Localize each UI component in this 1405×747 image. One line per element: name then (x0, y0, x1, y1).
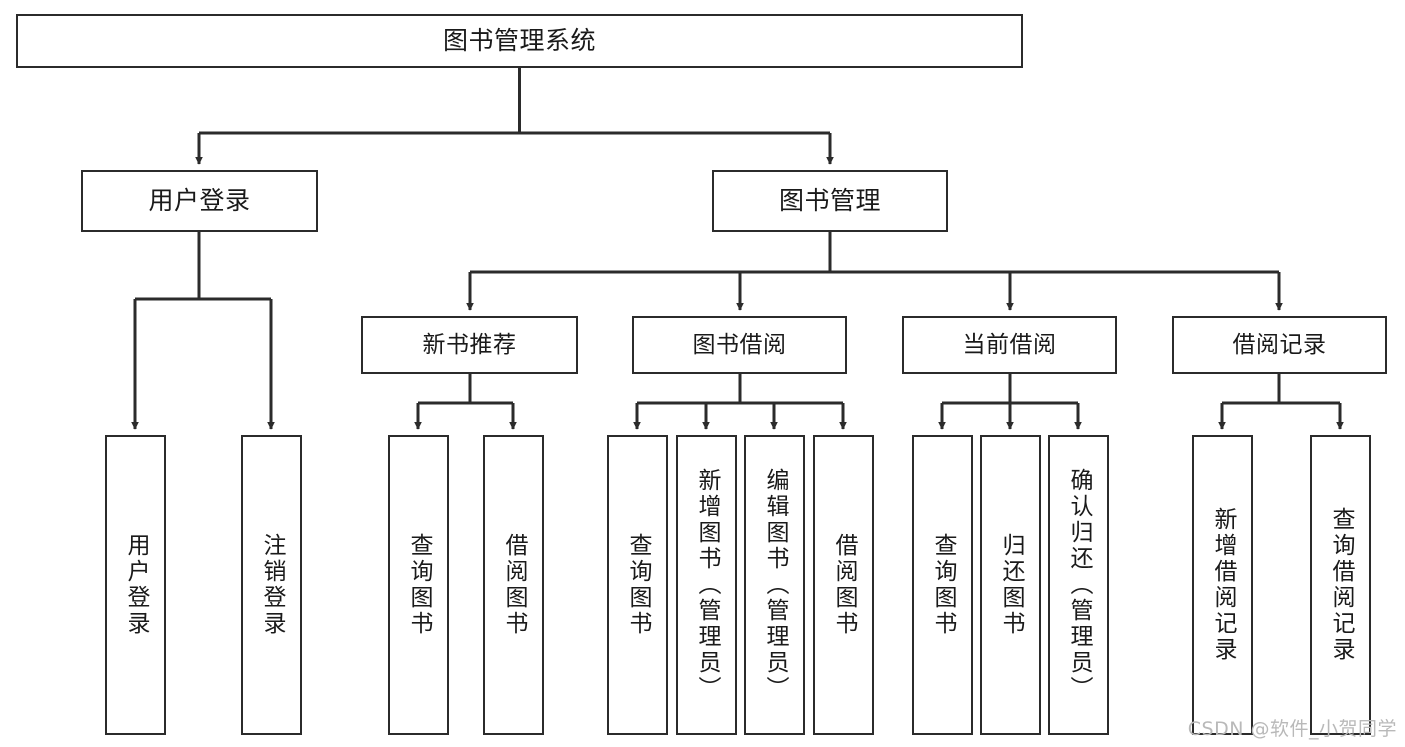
leaf-user-login-login[interactable]: 用户登录 (105, 435, 166, 735)
node-new-book-recommend[interactable]: 新书推荐 (361, 316, 578, 374)
node-book-borrow[interactable]: 图书借阅 (632, 316, 847, 374)
node-label: 注销登录 (259, 533, 285, 637)
node-current-borrow[interactable]: 当前借阅 (902, 316, 1117, 374)
node-label: 用户登录 (148, 185, 251, 215)
node-label: 编辑图书（管理员） (762, 468, 788, 702)
leaf-current-borrow-return-book[interactable]: 归还图书 (980, 435, 1041, 735)
node-label: 用户登录 (123, 533, 149, 637)
leaf-borrow-record-query-record[interactable]: 查询借阅记录 (1310, 435, 1371, 735)
node-label: 新书推荐 (422, 331, 517, 358)
leaf-new-book-borrow-book[interactable]: 借阅图书 (483, 435, 544, 735)
leaf-book-borrow-edit-book-admin[interactable]: 编辑图书（管理员） (744, 435, 805, 735)
node-label: 图书管理系统 (442, 25, 596, 55)
leaf-user-login-logout[interactable]: 注销登录 (241, 435, 302, 735)
node-label: 查询借阅记录 (1328, 507, 1354, 663)
node-label: 借阅图书 (831, 533, 857, 637)
watermark-text: CSDN @软件_小贺同学 (1187, 718, 1397, 740)
leaf-book-borrow-borrow-book[interactable]: 借阅图书 (813, 435, 874, 735)
leaf-book-borrow-add-book-admin[interactable]: 新增图书（管理员） (676, 435, 737, 735)
node-book-management[interactable]: 图书管理 (712, 170, 948, 232)
node-label: 确认归还（管理员） (1066, 468, 1092, 702)
node-label: 借阅图书 (501, 533, 527, 637)
node-label: 图书借阅 (692, 331, 787, 358)
node-label: 查询图书 (406, 533, 432, 637)
node-borrow-record[interactable]: 借阅记录 (1172, 316, 1387, 374)
node-label: 借阅记录 (1232, 331, 1327, 358)
leaf-current-borrow-confirm-return-admin[interactable]: 确认归还（管理员） (1048, 435, 1109, 735)
node-label: 当前借阅 (962, 331, 1057, 358)
node-label: 查询图书 (930, 533, 956, 637)
leaf-new-book-query-book[interactable]: 查询图书 (388, 435, 449, 735)
node-label: 查询图书 (625, 533, 651, 637)
leaf-current-borrow-query-book[interactable]: 查询图书 (912, 435, 973, 735)
node-label: 新增图书（管理员） (694, 468, 720, 702)
leaf-borrow-record-add-record[interactable]: 新增借阅记录 (1192, 435, 1253, 735)
node-label: 新增借阅记录 (1210, 507, 1236, 663)
node-user-login[interactable]: 用户登录 (81, 170, 318, 232)
node-root-book-management-system[interactable]: 图书管理系统 (16, 14, 1023, 68)
leaf-book-borrow-query-book[interactable]: 查询图书 (607, 435, 668, 735)
node-label: 图书管理 (778, 185, 881, 215)
node-label: 归还图书 (998, 533, 1024, 637)
